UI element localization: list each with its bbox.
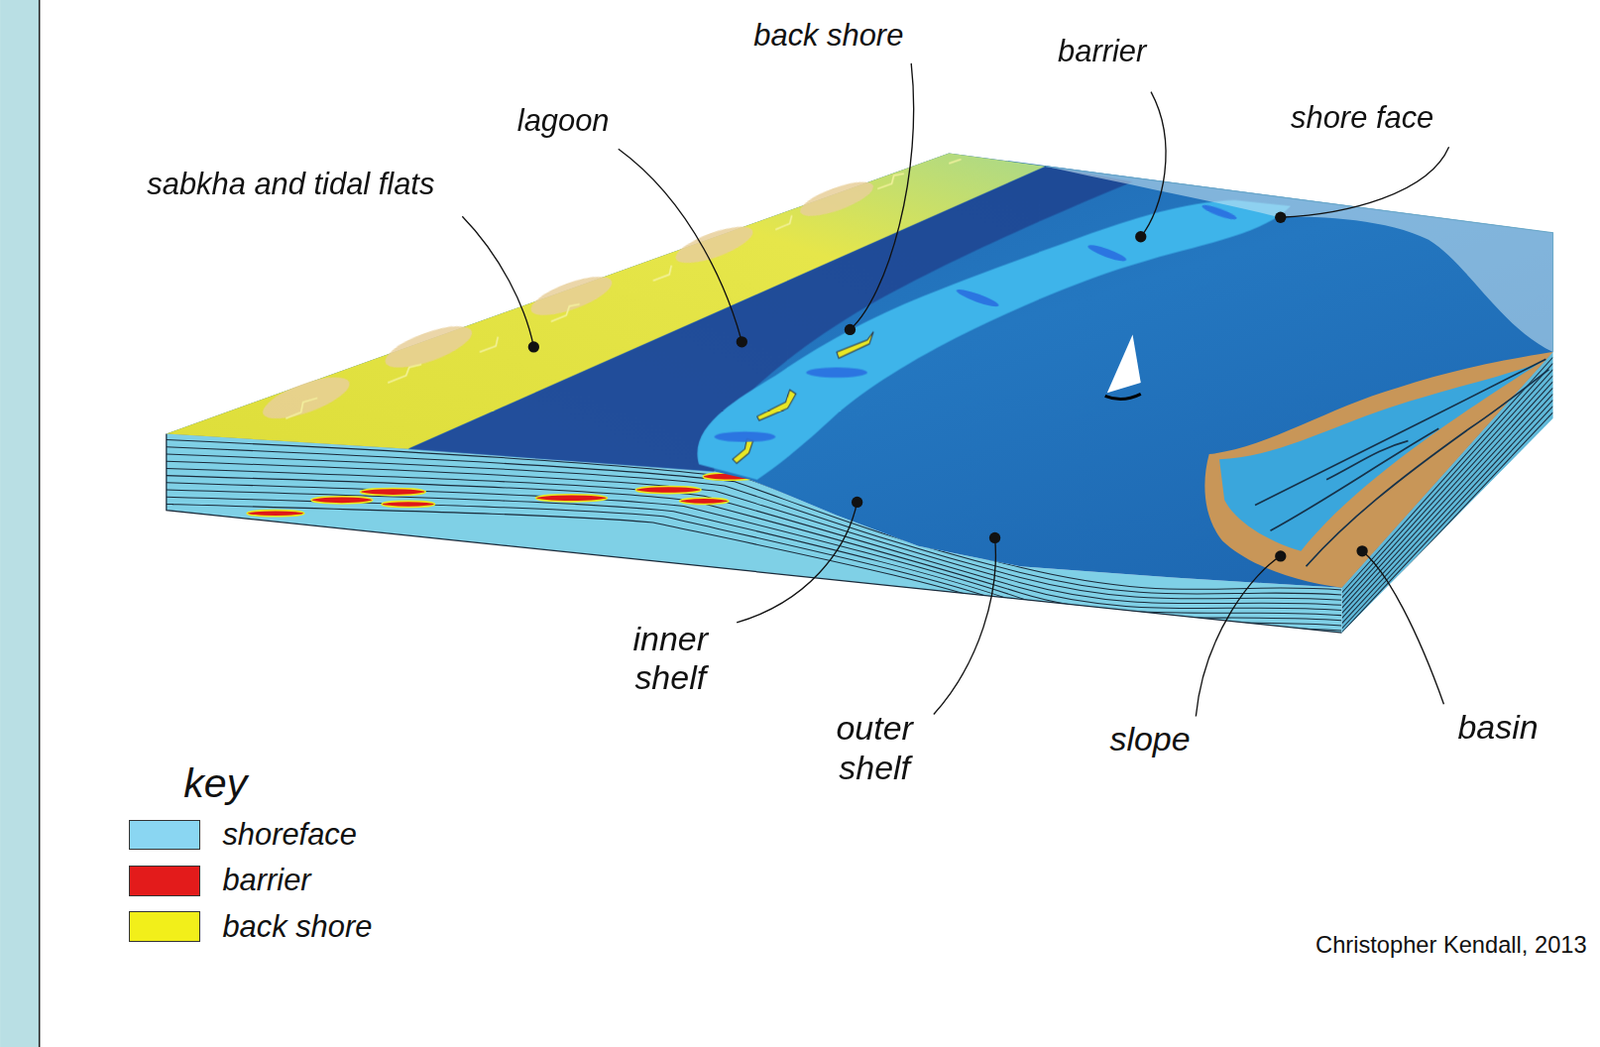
legend-swatch [128,911,201,942]
legend-text: barrier [222,862,311,899]
legend-swatch [128,819,201,851]
part-label: lagoon [517,103,610,139]
part-label: barrier [1057,33,1146,70]
legend-swatch [128,865,201,897]
part-label: inner shelf [614,619,727,697]
part-label: slope [1109,719,1190,759]
part-label: outer shelf [818,708,931,787]
credit-text: Christopher Kendall, 2013 [1315,931,1588,959]
legend-text: shoreface [222,816,357,853]
part-label: sabkha and tidal flats [146,166,435,203]
part-label: back shore [753,17,904,54]
legend-heading: key [183,760,247,807]
part-label: shore face [1290,100,1434,136]
legend-text: back shore [222,909,372,945]
part-label: basin [1457,707,1538,747]
